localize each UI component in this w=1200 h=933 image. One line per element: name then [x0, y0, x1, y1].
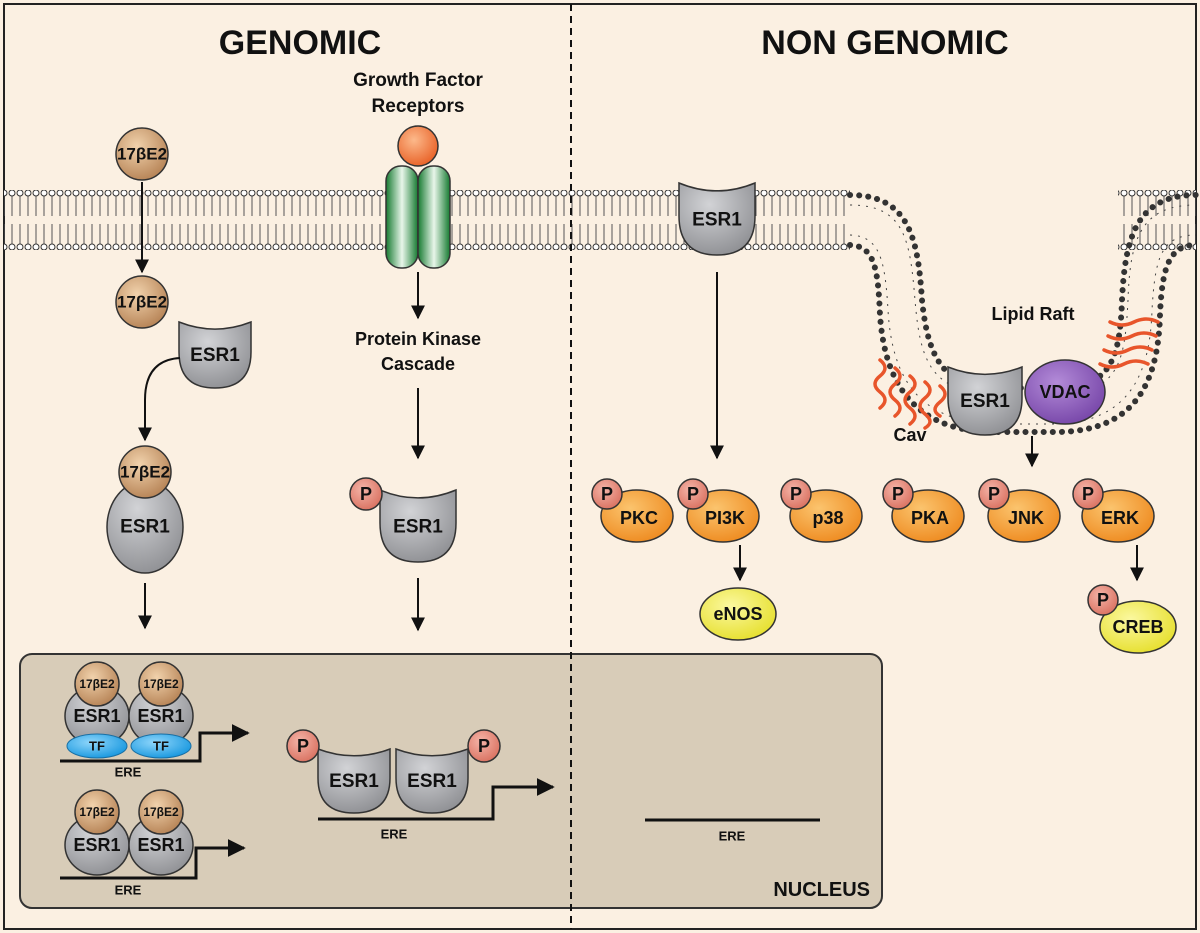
kinase-label: PKC — [620, 508, 658, 528]
esr1-label: ESR1 — [960, 391, 1010, 412]
esr1-membrane — [678, 181, 756, 256]
phosphate-label: P — [1097, 590, 1109, 610]
ere-label-tf: ERE — [115, 765, 142, 780]
esr1-phosphorylated — [379, 488, 457, 563]
estradiol-extracellular — [115, 127, 169, 181]
protein-kinase-label-1: Protein Kinase — [355, 329, 481, 349]
estradiol-label: 17βE2 — [79, 805, 115, 819]
phosphate-label: P — [687, 484, 699, 504]
esr1-label: ESR1 — [329, 771, 379, 792]
estradiol-label: 17βE2 — [117, 145, 167, 164]
kinase-label: JNK — [1008, 508, 1044, 528]
phosphate-group — [677, 478, 709, 510]
phosphate-label: P — [790, 484, 802, 504]
vdac-label: VDAC — [1039, 382, 1090, 402]
esr1-label: ESR1 — [393, 516, 443, 537]
caveolin-right — [1098, 317, 1160, 369]
estradiol-nuclear — [74, 789, 120, 835]
creb — [1099, 600, 1177, 654]
phosphate-label: P — [297, 736, 309, 756]
estradiol-label: 17βE2 — [143, 677, 179, 691]
estradiol-bound — [118, 445, 172, 499]
transcription-arrow — [60, 839, 246, 880]
phosphate-group — [978, 478, 1010, 510]
esr1-phospho-dimer-right — [395, 747, 469, 814]
esr1-label: ESR1 — [692, 209, 742, 230]
phosphate-group — [1072, 478, 1104, 510]
phosphate-group — [882, 478, 914, 510]
esr1-label: ESR1 — [190, 345, 240, 366]
binding-curve — [144, 357, 181, 401]
growth-factor-receptor-right — [417, 165, 451, 269]
enos-label: eNOS — [713, 604, 762, 624]
phosphate-label: P — [478, 736, 490, 756]
esr1-label: ESR1 — [73, 835, 120, 855]
creb-label: CREB — [1112, 617, 1163, 637]
tf-label: TF — [89, 739, 105, 754]
genomic-title: GENOMIC — [219, 24, 381, 62]
estradiol-label: 17βE2 — [143, 805, 179, 819]
kinase-label: PKA — [911, 508, 949, 528]
estradiol-nuclear — [74, 661, 120, 707]
growth-factor-ligand — [397, 125, 439, 167]
esr1-raft — [947, 365, 1023, 436]
growth-factor-label-2: Receptors — [372, 96, 465, 117]
kinase-label: ERK — [1101, 508, 1139, 528]
ere-label-phospho: ERE — [381, 827, 408, 842]
lipid-raft-label: Lipid Raft — [992, 304, 1075, 324]
tf-label: TF — [153, 739, 169, 754]
phosphate-group — [349, 477, 383, 511]
estradiol-label: 17βE2 — [79, 677, 115, 691]
estradiol-label: 17βE2 — [120, 463, 170, 482]
esr1-label: ESR1 — [73, 706, 120, 726]
phosphate-label: P — [601, 484, 613, 504]
kinase-label: p38 — [812, 508, 843, 528]
growth-factor-label-1: Growth Factor — [353, 70, 483, 91]
phosphate-group — [467, 729, 501, 763]
enos — [699, 587, 777, 641]
ere-label-direct: ERE — [115, 883, 142, 898]
kinase-label: PI3K — [705, 508, 745, 528]
phosphate-group — [1087, 584, 1119, 616]
esr1-label: ESR1 — [137, 706, 184, 726]
phosphate-group — [591, 478, 623, 510]
cav-label: Cav — [893, 425, 926, 445]
esr1-label: ESR1 — [137, 835, 184, 855]
estradiol-intracellular — [115, 275, 169, 329]
transcription-factor — [66, 733, 128, 759]
estradiol-nuclear — [138, 661, 184, 707]
esr1-cytoplasmic — [178, 320, 252, 389]
estradiol-label: 17βE2 — [117, 293, 167, 312]
caveolin-left — [873, 358, 947, 430]
phosphate-label: P — [988, 484, 1000, 504]
transcription-arrow — [60, 724, 250, 763]
non-genomic-title: NON GENOMIC — [761, 24, 1008, 62]
esr1-label: ESR1 — [120, 517, 170, 538]
nucleus-label: NUCLEUS — [773, 879, 870, 901]
phosphate-group — [780, 478, 812, 510]
phosphate-group — [286, 729, 320, 763]
vdac-channel — [1024, 359, 1106, 425]
estradiol-nuclear — [138, 789, 184, 835]
growth-factor-receptor-left — [385, 165, 419, 269]
phosphate-label: P — [1082, 484, 1094, 504]
transcription-arrow — [318, 778, 555, 821]
phosphate-label: P — [360, 484, 372, 504]
transcription-factor — [130, 733, 192, 759]
phosphate-label: P — [892, 484, 904, 504]
ere-label-nongenomic: ERE — [719, 829, 746, 844]
esr1-phospho-dimer-left — [317, 747, 391, 814]
protein-kinase-label-2: Cascade — [381, 354, 455, 374]
esr1-label: ESR1 — [407, 771, 457, 792]
